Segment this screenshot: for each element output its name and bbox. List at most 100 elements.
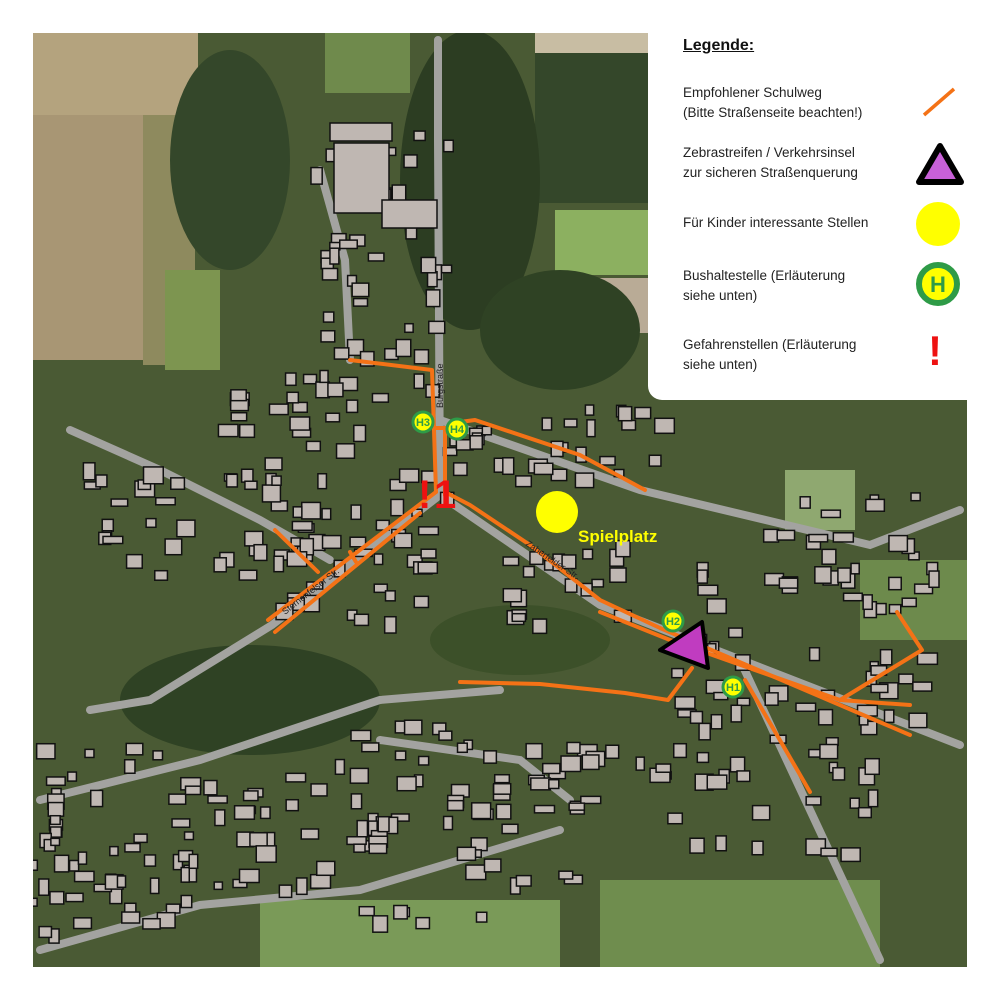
building <box>310 166 323 185</box>
building <box>672 742 688 759</box>
crossing-marker[interactable] <box>658 620 710 670</box>
building <box>901 597 917 608</box>
building <box>319 369 329 384</box>
building <box>511 612 527 623</box>
building <box>233 805 256 820</box>
building <box>405 227 418 240</box>
building <box>38 878 50 896</box>
bus-stop-h1[interactable]: H1 <box>721 675 745 699</box>
building <box>329 247 340 265</box>
building <box>255 845 277 863</box>
building <box>371 392 390 403</box>
building <box>548 778 560 790</box>
legend-panel: Legende: Empfohlener Schulweg(Bitte Stra… <box>648 33 967 400</box>
building <box>244 480 258 491</box>
building <box>805 795 822 806</box>
building <box>349 767 370 784</box>
building <box>325 412 341 423</box>
building <box>95 474 108 488</box>
building <box>165 903 181 914</box>
building <box>495 803 512 820</box>
building <box>238 569 258 581</box>
route-zaberfelder-south <box>598 610 912 707</box>
building <box>268 403 289 416</box>
building <box>821 548 837 565</box>
building <box>164 538 183 556</box>
building <box>751 804 771 821</box>
building <box>188 853 199 870</box>
building <box>309 873 332 889</box>
building <box>456 846 477 862</box>
building <box>697 584 719 596</box>
building <box>264 457 283 471</box>
building <box>849 797 861 809</box>
building <box>413 595 430 609</box>
building <box>865 498 886 512</box>
building <box>9 855 27 869</box>
building <box>329 122 393 142</box>
building <box>776 529 796 541</box>
building <box>10 746 18 755</box>
building <box>171 818 191 828</box>
building <box>393 532 413 549</box>
building <box>339 239 358 250</box>
building <box>82 462 96 481</box>
building <box>327 382 344 398</box>
building <box>736 770 751 783</box>
bus-stop-icon <box>411 410 435 434</box>
building <box>285 798 300 812</box>
building <box>515 874 532 887</box>
building <box>832 767 846 781</box>
bus-stop-h2[interactable]: H2 <box>661 609 685 633</box>
building <box>183 831 195 841</box>
building <box>568 802 586 811</box>
building <box>65 892 84 903</box>
building <box>383 615 397 634</box>
building <box>101 518 115 532</box>
building <box>481 425 493 436</box>
building <box>49 890 65 905</box>
bus-stop-h4[interactable]: H4 <box>445 417 469 441</box>
legend-label: Bushaltestelle (Erläuterung <box>683 268 846 283</box>
building <box>305 440 322 452</box>
building <box>367 252 385 262</box>
route-sternenfelser-south <box>273 511 422 634</box>
danger-number: 1 <box>434 473 456 517</box>
building <box>230 411 248 422</box>
building <box>84 748 95 759</box>
building <box>321 534 342 550</box>
danger-point-1[interactable]: ! 1 <box>418 473 456 517</box>
building <box>278 884 293 899</box>
building <box>560 755 582 773</box>
building <box>49 826 63 838</box>
building <box>249 831 268 848</box>
building <box>393 904 409 920</box>
building <box>533 804 556 814</box>
building <box>413 349 430 365</box>
building <box>109 845 119 857</box>
building <box>438 730 453 741</box>
building <box>47 801 65 817</box>
bus-stop-h3[interactable]: H3 <box>411 410 435 434</box>
building <box>605 744 620 760</box>
building <box>502 587 523 603</box>
yellow-circle-icon <box>916 202 960 246</box>
building <box>207 795 228 804</box>
bus-symbol: H <box>930 272 946 297</box>
building <box>696 569 709 584</box>
building <box>53 854 70 873</box>
building <box>820 847 838 857</box>
route-southeast <box>743 678 812 794</box>
building <box>563 418 578 428</box>
building <box>180 894 193 909</box>
building <box>50 837 61 847</box>
building <box>728 627 744 639</box>
building <box>123 758 136 774</box>
building <box>634 406 652 420</box>
building <box>0 890 11 906</box>
building <box>736 697 751 707</box>
playground-marker[interactable]: Spielplatz <box>536 491 657 546</box>
building <box>584 404 595 416</box>
building <box>898 673 914 685</box>
